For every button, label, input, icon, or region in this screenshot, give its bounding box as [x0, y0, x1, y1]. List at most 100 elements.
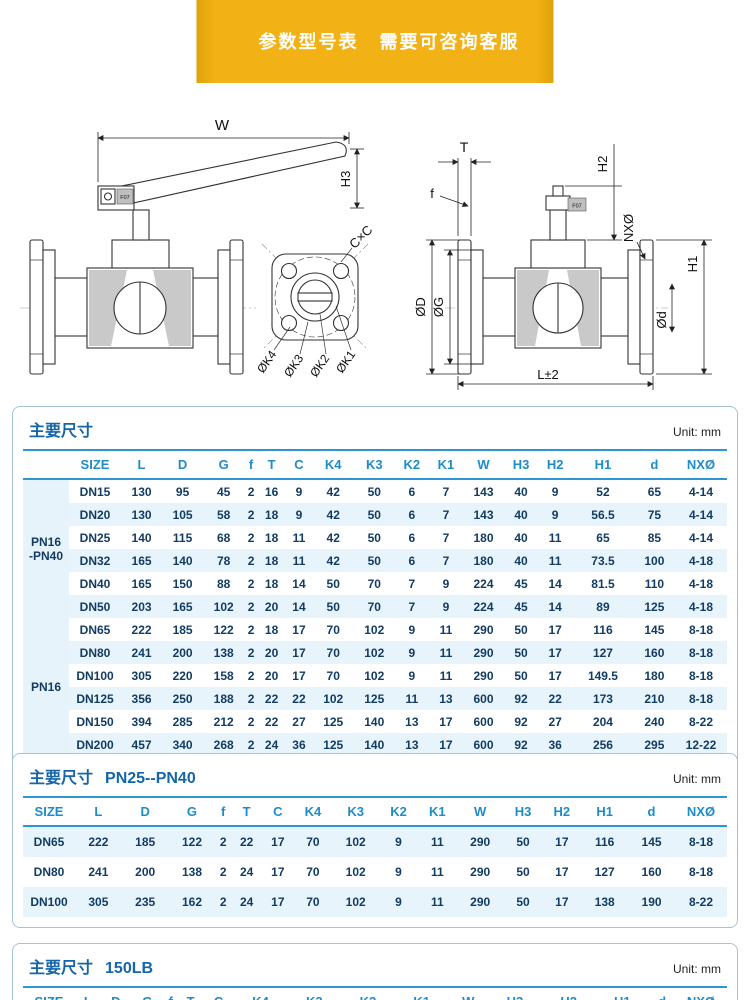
header-banner: 参数型号表 需要可咨询客服 [196, 0, 554, 83]
value-cell: 36 [285, 733, 313, 756]
value-cell: 7 [442, 484, 450, 499]
value-cell: 115 [172, 530, 193, 545]
dim-label-f: f [430, 186, 434, 201]
value-cell: 4-14 [688, 484, 714, 499]
value-cell: 9 [285, 503, 313, 526]
value-cell: 4-14 [688, 530, 714, 545]
value-cell: 11 [417, 826, 457, 857]
column-header-d: D [121, 796, 169, 827]
value-cell: 127 [594, 865, 615, 879]
dim-l [457, 376, 654, 390]
column-header-k4: K4 [312, 449, 354, 480]
value-cell: 188 [203, 687, 245, 710]
table-unit-label: Unit: mm [673, 772, 721, 786]
value-cell: 102 [332, 826, 380, 857]
value-cell: 340 [162, 733, 204, 756]
column-header-k1: K1 [394, 986, 449, 1000]
value-cell: 116 [581, 826, 629, 857]
column-header-nxø: NXØ [675, 796, 727, 827]
value-cell: 92 [504, 733, 539, 756]
value-cell: 2 [247, 576, 255, 591]
size-cell: DN40 [79, 576, 111, 591]
value-cell: 224 [473, 576, 494, 591]
column-header-k4: K4 [233, 986, 288, 1000]
value-cell: 138 [181, 865, 202, 879]
column-header-size: SIZE [69, 449, 121, 480]
brand-tag-right: F07 [572, 204, 581, 210]
value-cell: 145 [644, 622, 665, 637]
dim-label-dd: Ød [654, 311, 669, 328]
column-header-w: W [456, 796, 504, 827]
value-cell: 220 [172, 668, 193, 683]
value-cell: 20 [264, 668, 279, 683]
value-cell: 180 [473, 530, 494, 545]
column-header-l: L [75, 986, 101, 1000]
value-cell: 165 [162, 595, 204, 618]
value-cell: 40 [504, 503, 539, 526]
value-cell: 11 [285, 549, 313, 572]
value-cell: 102 [332, 887, 380, 917]
table-unit-label: Unit: mm [673, 962, 721, 976]
column-header-h1: H1 [572, 449, 634, 480]
column-header-d: D [162, 449, 204, 480]
value-cell: 92 [514, 714, 528, 729]
value-cell: 122 [168, 826, 216, 857]
value-cell: 12-22 [675, 733, 727, 756]
column-header-size: SIZE [23, 986, 75, 1000]
value-cell: 68 [216, 530, 231, 545]
value-cell: 50 [367, 484, 381, 499]
column-header-l: L [75, 796, 122, 827]
value-cell: 6 [394, 503, 429, 526]
value-cell: 11 [428, 641, 463, 664]
value-cell: 105 [162, 503, 204, 526]
value-cell: 130 [121, 503, 163, 526]
value-cell: 2 [247, 668, 255, 683]
value-cell: 180 [644, 668, 665, 683]
column-header-c: C [285, 449, 313, 480]
value-cell: 18 [257, 549, 286, 572]
value-cell: 102 [364, 622, 385, 637]
value-cell: 50 [503, 887, 543, 917]
dim-label-k2: ØK2 [307, 352, 332, 380]
valve-drawing-svg: F07 W H3 [20, 117, 712, 390]
dim-label-k1: ØK1 [333, 348, 358, 376]
value-cell: 2 [244, 641, 258, 664]
value-cell: 190 [628, 887, 675, 917]
column-header-k3: K3 [287, 986, 342, 1000]
column-header-t: T [231, 796, 263, 827]
dim-label-k3: ØK3 [281, 352, 306, 380]
column-header-k3: K3 [353, 449, 395, 480]
value-cell: 9 [379, 887, 418, 917]
column-header-g: G [168, 796, 216, 827]
column-header-t: T [257, 449, 286, 480]
value-cell: 600 [462, 733, 505, 756]
value-cell: 73.5 [572, 549, 634, 572]
dim-label-cxc: C×C [346, 222, 375, 251]
column-header-h3: H3 [503, 796, 543, 827]
value-cell: 143 [462, 503, 505, 526]
value-cell: 250 [162, 687, 204, 710]
value-cell: 140 [364, 714, 385, 729]
value-cell: 600 [462, 687, 505, 710]
value-cell: 17 [262, 826, 294, 857]
value-cell: 185 [121, 826, 169, 857]
size-cell: DN80 [33, 865, 65, 879]
column-header-w: W [448, 986, 489, 1000]
value-cell: 356 [121, 687, 163, 710]
value-cell: 58 [203, 503, 245, 526]
dim-label-h3: H3 [338, 171, 353, 188]
value-cell: 14 [538, 595, 573, 618]
size-cell: DN200 [69, 733, 121, 756]
group-column-header [23, 449, 69, 480]
value-cell: 17 [439, 714, 453, 729]
size-cell: DN65 [79, 622, 111, 637]
value-cell: 200 [162, 641, 204, 664]
value-cell: 6 [408, 484, 416, 499]
value-cell: 600 [473, 714, 494, 729]
value-cell: 305 [131, 668, 152, 683]
